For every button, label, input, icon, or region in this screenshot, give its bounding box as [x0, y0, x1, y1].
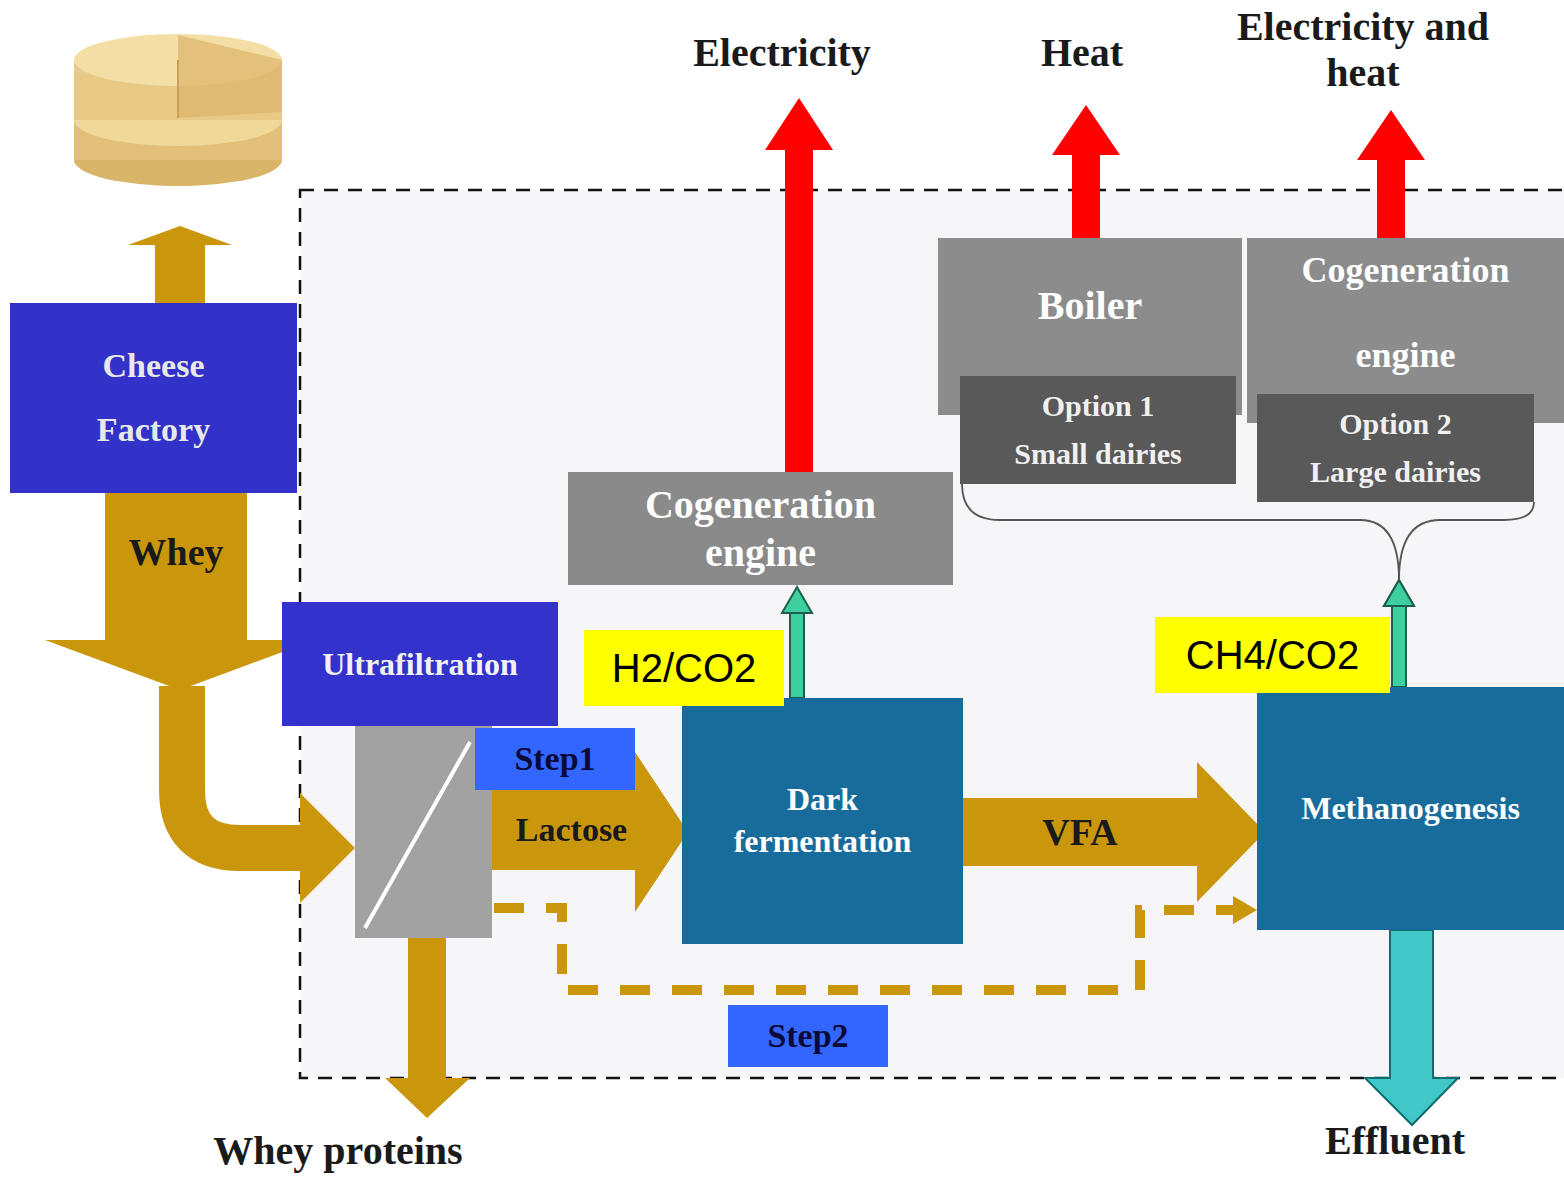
flow-label: VFA: [1042, 810, 1117, 854]
membrane-symbol: [355, 690, 492, 938]
engine-box: Cogeneration engine: [568, 472, 953, 585]
node-label: Step1: [514, 739, 595, 780]
output-label: Electricity and heat: [1213, 4, 1513, 96]
node-label: Cogeneration engine: [611, 481, 911, 577]
flow-label: Lactose: [516, 811, 627, 849]
product-arrow: [128, 226, 232, 305]
node-label: H2/CO2: [612, 644, 757, 692]
flow-connector: [782, 587, 812, 698]
reactor-box: Methanogenesis: [1257, 687, 1564, 930]
effluent-arrow: [1365, 930, 1458, 1125]
boiler-box: BoilerOption 1 Small dairies: [938, 238, 1242, 415]
flow-label: Whey: [129, 530, 224, 574]
flow-connector: [963, 762, 1265, 902]
protein-arrow: [385, 938, 470, 1118]
option-box: Option 2 Large dairies: [1257, 394, 1534, 502]
gas-tag: H2/CO2: [584, 630, 784, 706]
node-label: Cheese Factory: [54, 334, 254, 462]
node-label: Option 2 Large dairies: [1303, 400, 1488, 496]
node-label: Methanogenesis: [1301, 789, 1520, 827]
step-tag: Step2: [728, 1005, 888, 1067]
node-label: Ultrafiltration: [322, 645, 518, 683]
reactor-box: Dark fermentation: [682, 698, 963, 944]
node-label: Boiler: [1038, 282, 1142, 330]
process-box: Ultrafiltration: [282, 602, 558, 726]
option-box: Option 1 Small dairies: [960, 376, 1236, 484]
flow-connector: [962, 484, 1414, 687]
output-label: Electricity: [652, 30, 912, 76]
node-label: Step2: [767, 1016, 848, 1057]
node-label: Option 1 Small dairies: [1006, 382, 1191, 478]
node-label: CH4/CO2: [1186, 631, 1359, 679]
node-label: Dark fermentation: [703, 779, 943, 862]
node-label: Cogeneration engine: [1266, 228, 1546, 398]
process-box: Cheese Factory: [10, 303, 297, 493]
step-tag: Step1: [475, 728, 635, 790]
flow-connector: [1384, 502, 1534, 687]
engine-box: Cogeneration engineOption 2 Large dairie…: [1247, 238, 1564, 423]
output-label: Whey proteins: [178, 1128, 498, 1174]
output-label: Heat: [982, 30, 1182, 76]
gas-tag: CH4/CO2: [1155, 617, 1390, 693]
cheese-illustration: [74, 34, 282, 186]
output-label: Effluent: [1275, 1118, 1515, 1164]
